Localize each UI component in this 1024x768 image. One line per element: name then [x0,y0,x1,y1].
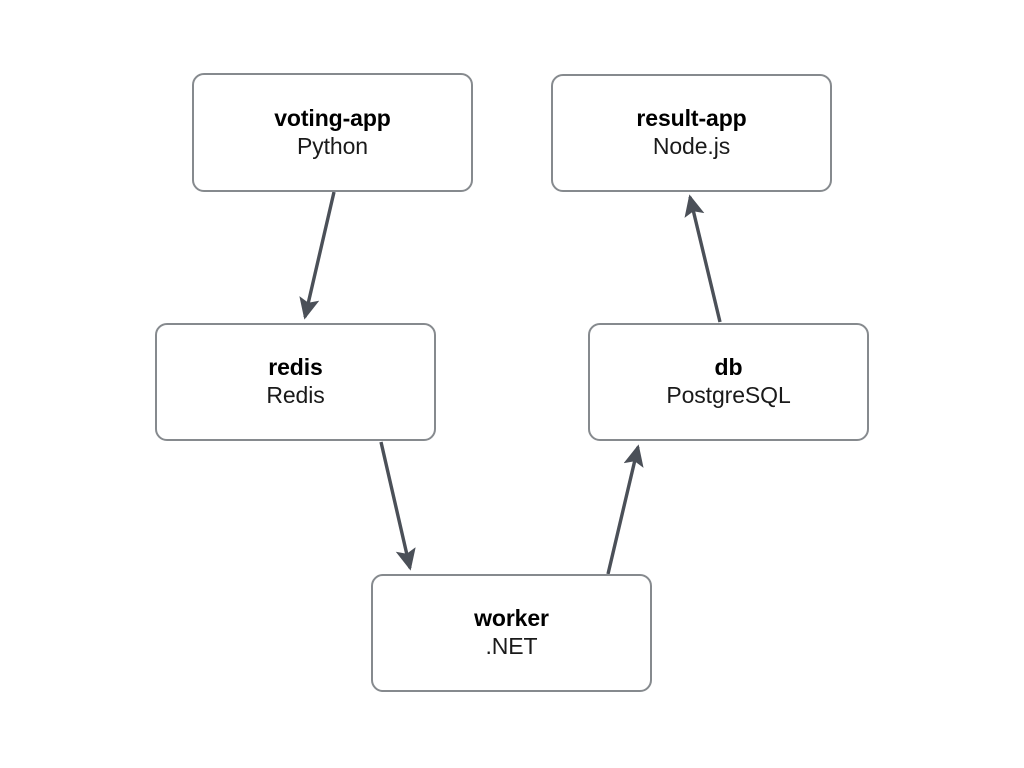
node-subtitle-db: PostgreSQL [666,382,791,409]
node-subtitle-worker: .NET [485,633,538,660]
node-subtitle-result-app: Node.js [652,133,731,160]
edge-db-to-result-app [684,194,722,323]
node-title-result-app: result-app [636,105,747,132]
node-voting-app[interactable]: voting-app Python [192,73,473,192]
edge-redis-to-worker [379,441,416,571]
node-subtitle-redis: Redis [266,382,325,409]
node-db[interactable]: db PostgreSQL [588,323,869,441]
node-title-db: db [714,354,743,381]
node-title-voting-app: voting-app [274,104,391,131]
node-worker[interactable]: worker .NET [371,574,652,692]
node-result-app[interactable]: result-app Node.js [551,74,832,192]
edge-worker-to-db [606,444,644,575]
node-subtitle-voting-app: Python [296,132,368,159]
node-title-worker: worker [474,605,549,632]
node-redis[interactable]: redis Redis [155,323,436,441]
node-title-redis: redis [268,354,323,381]
edge-voting-app-to-redis [299,191,336,320]
